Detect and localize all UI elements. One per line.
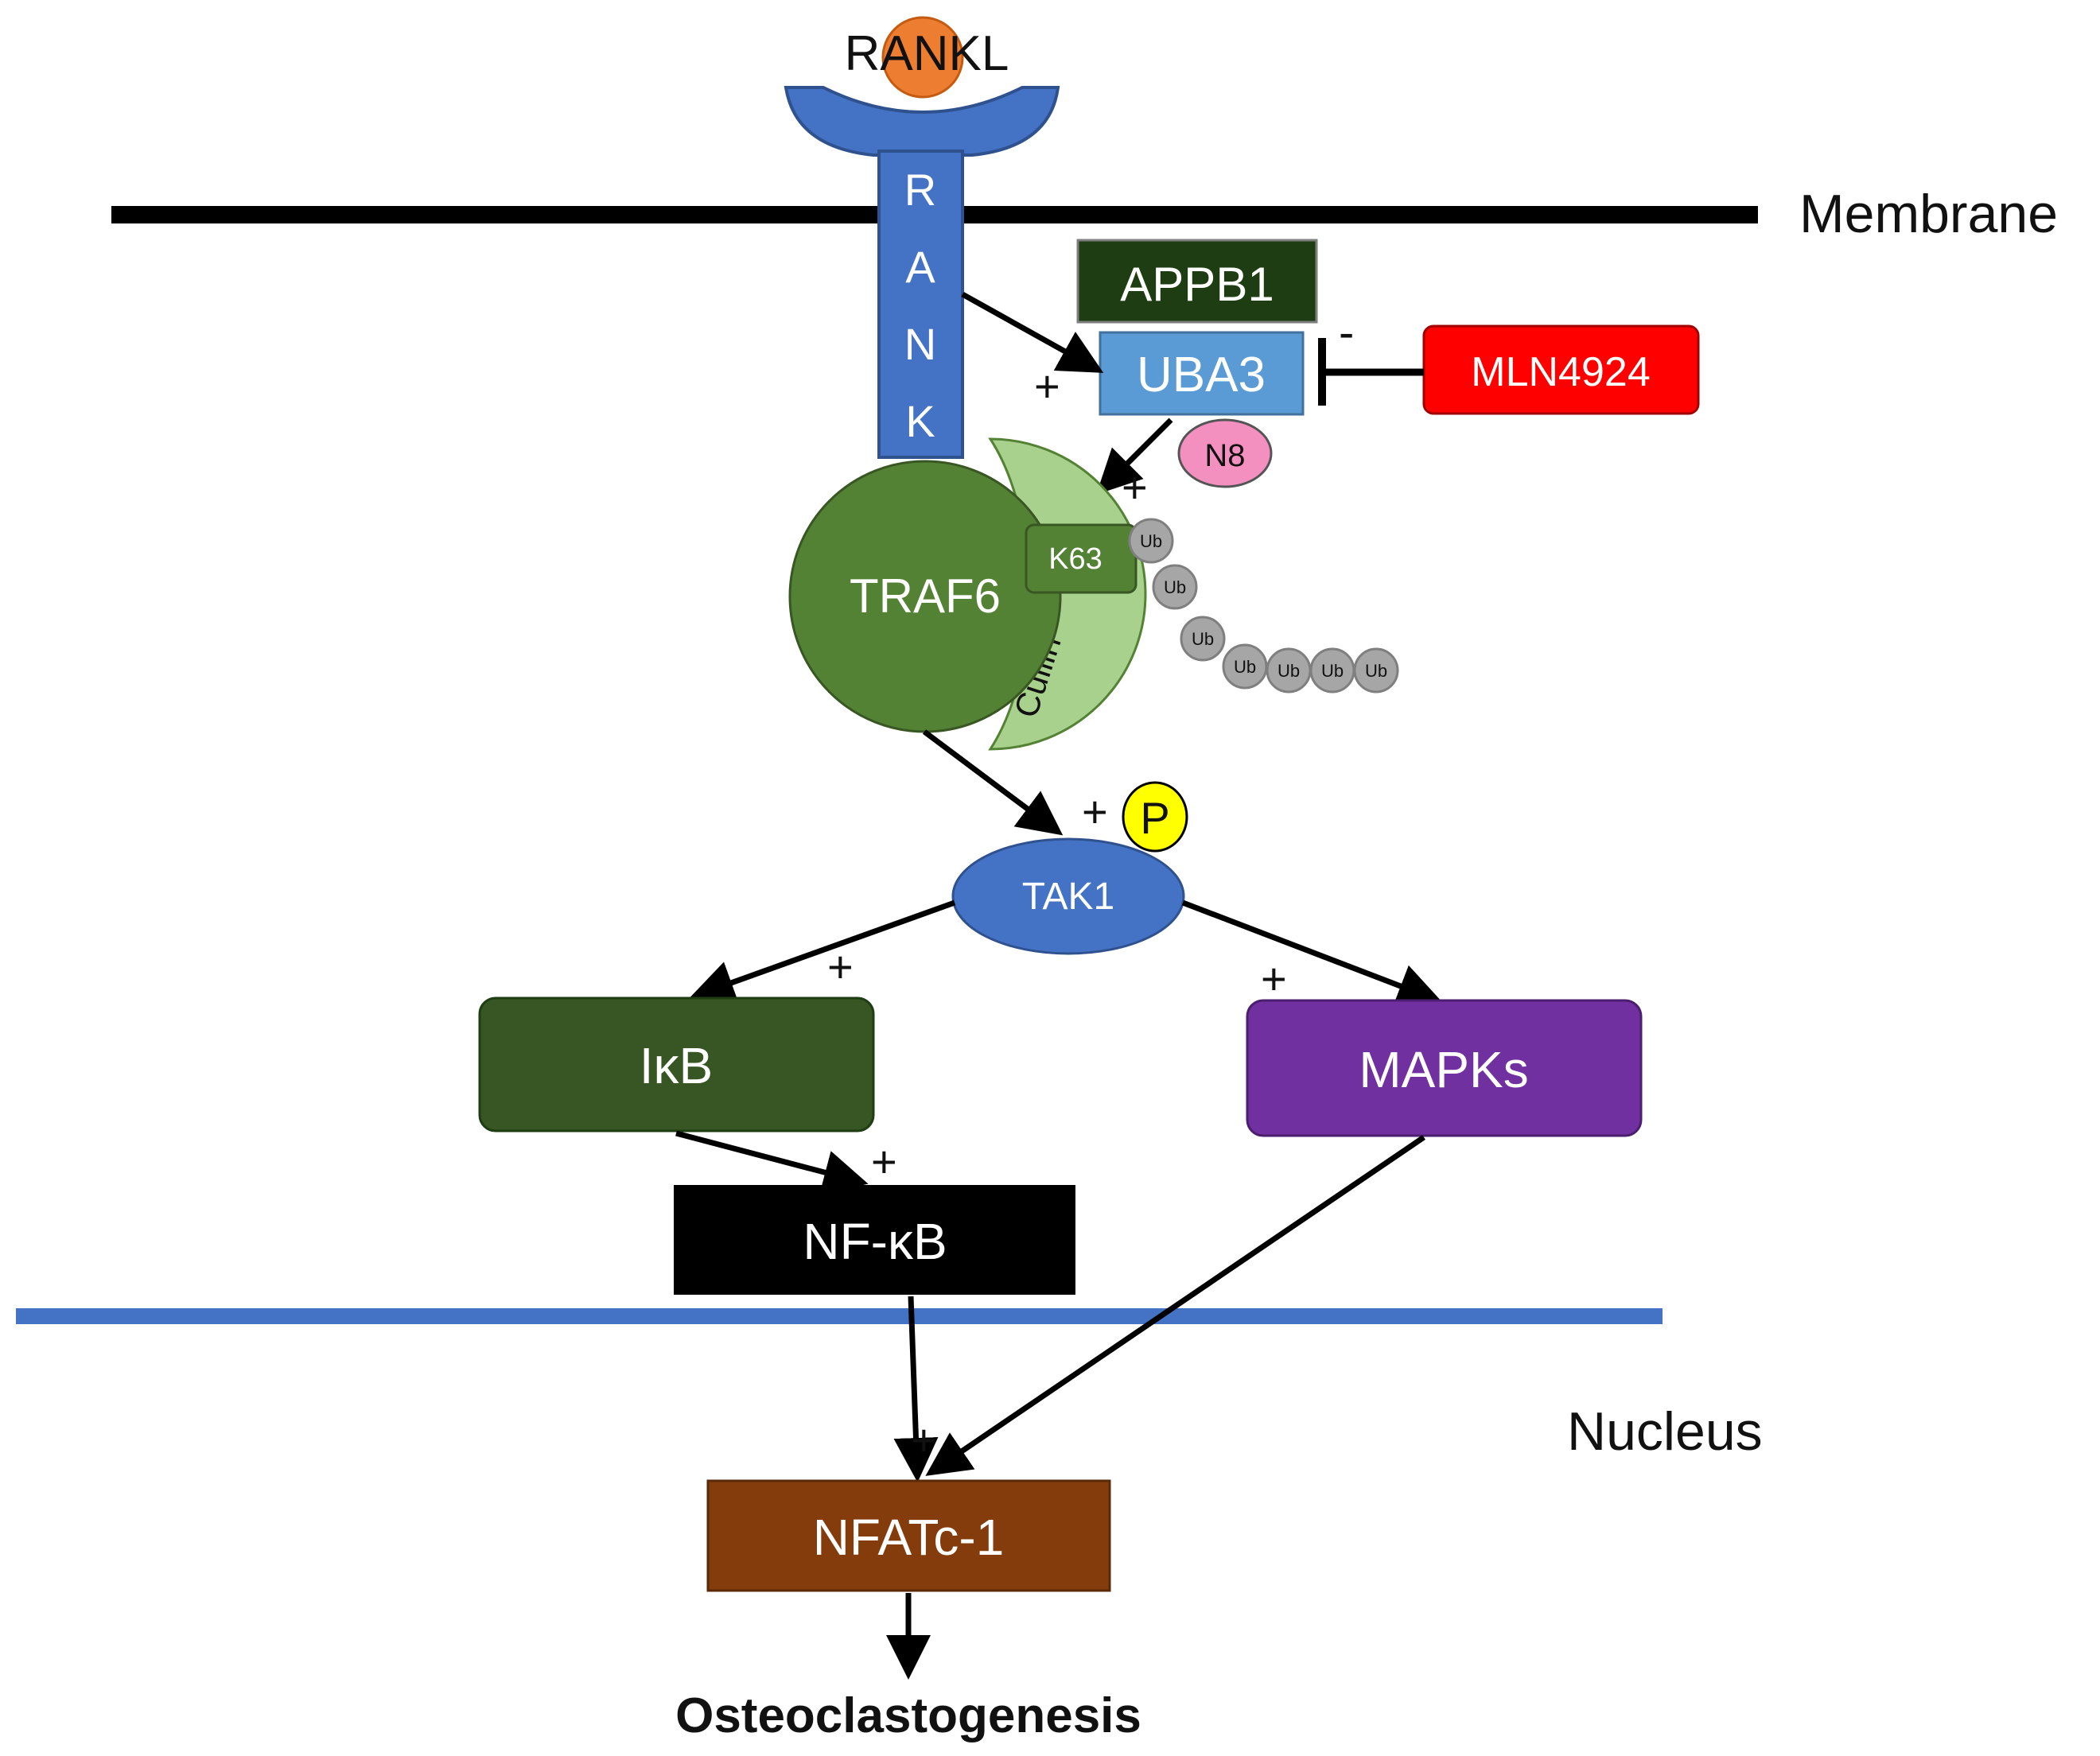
arrow-tak1-ikb: [689, 899, 956, 1004]
ubiquitin-label: Ub: [1234, 657, 1256, 677]
rank-letter-k: K: [905, 396, 935, 446]
arrow-mapks-nfatc1: [925, 1135, 1425, 1476]
phosphate-label: P: [1140, 793, 1169, 843]
arrow-nfkb-nfatc1: [893, 1296, 939, 1482]
uba3-label: UBA3: [1137, 348, 1266, 402]
ubiquitin-label: Ub: [1321, 661, 1344, 681]
rank-receptor-stalk: [877, 150, 964, 459]
traf6-label: TRAF6: [850, 569, 1001, 623]
ikb-box: [478, 996, 875, 1132]
n8-nedd8: [1177, 418, 1273, 488]
ubiquitin-bead: [1180, 616, 1226, 662]
appb1-box: [1076, 239, 1318, 324]
plus-sign-traf6-tak1: +: [1082, 787, 1108, 837]
ubiquitin-label: Ub: [1192, 629, 1214, 649]
ubiquitin-label: Ub: [1365, 661, 1387, 681]
plus-sign-rank-uba3: +: [1034, 361, 1060, 411]
ubiquitin-label: Ub: [1278, 661, 1300, 681]
arrow-tak1-mapks: [1181, 899, 1443, 1008]
n8-label: N8: [1204, 438, 1245, 473]
arrow-ikb-nfkb: [675, 1130, 869, 1195]
membrane-label: Membrane: [1799, 184, 2058, 244]
ikb-label: IκB: [640, 1037, 713, 1094]
arrow-uba3-traf6: [1096, 418, 1173, 495]
rank-receptor-cup: [784, 86, 1060, 157]
tak1-ellipse: [951, 837, 1185, 955]
nfkb-label: NF-κB: [803, 1213, 947, 1270]
plus-sign-tak1-ikb: +: [827, 942, 854, 992]
rank-letter-n: N: [904, 319, 936, 369]
tak1-label: TAK1: [1022, 876, 1114, 918]
plus-sign-uba3-traf6: +: [1122, 462, 1148, 512]
rankl-label: RANKL: [845, 26, 1009, 81]
nfatc1-box: [706, 1479, 1111, 1592]
phosphate-p: [1122, 781, 1188, 853]
plus-sign-nfatc1: +: [911, 1415, 937, 1465]
appb1-label: APPB1: [1120, 258, 1274, 311]
rankl-ligand: [881, 16, 964, 99]
osteoclastogenesis-label: Osteoclastogenesis: [675, 1688, 1141, 1743]
plus-sign-tak1-mapks: +: [1261, 954, 1287, 1004]
ubiquitin-label: Ub: [1164, 577, 1186, 597]
ubiquitin-bead: [1353, 647, 1399, 693]
uba3-box: [1099, 331, 1305, 416]
arrow-rank-uba3: [961, 291, 1104, 373]
ubiquitin-bead: [1152, 564, 1198, 610]
nucleus-label: Nucleus: [1567, 1401, 1763, 1462]
minus-sign-inhibition: -: [1339, 307, 1354, 359]
k63-label: K63: [1048, 542, 1102, 576]
plus-sign-ikb-nfkb: +: [871, 1136, 897, 1187]
k63-box: [1025, 523, 1138, 594]
mapks-box: [1246, 999, 1643, 1137]
ubiquitin-bead: [1128, 518, 1174, 564]
mapks-label: MAPKs: [1359, 1041, 1528, 1098]
nfatc1-label: NFATc-1: [813, 1509, 1005, 1566]
rank-letter-a: A: [905, 242, 935, 292]
nfkb-box: [674, 1185, 1075, 1295]
mln4924-label: MLN4924: [1471, 349, 1650, 395]
rank-letter-r: R: [904, 165, 936, 215]
ubiquitin-label: Ub: [1140, 531, 1162, 551]
arrow-traf6-tak1: [922, 729, 1064, 836]
